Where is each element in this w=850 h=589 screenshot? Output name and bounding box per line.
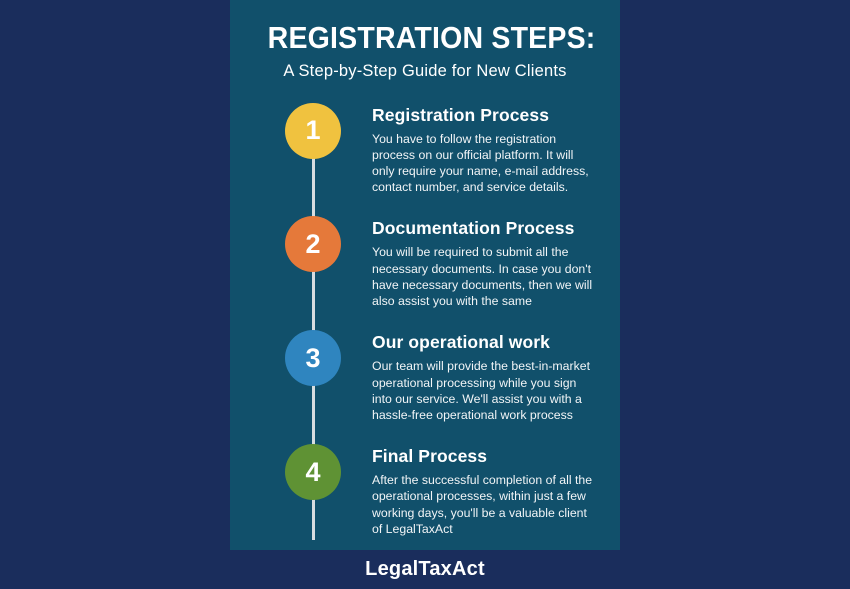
step-3-number-badge: 3 xyxy=(285,330,341,387)
step-3-text: Our operational work Our team will provi… xyxy=(372,330,596,423)
steps-list: 1 Registration Process You have to follo… xyxy=(254,102,596,559)
step-1-registration: 1 Registration Process You have to follo… xyxy=(254,102,596,196)
step-3-circle-col: 3 xyxy=(254,330,372,387)
page-subtitle: A Step-by-Step Guide for New Clients xyxy=(283,61,567,80)
step-2-number-badge: 2 xyxy=(285,216,341,273)
step-3-body: Our team will provide the best-in-market… xyxy=(372,359,591,422)
step-2-circle-col: 2 xyxy=(254,216,372,273)
infographic-stage: REGISTRATION STEPS: A Step-by-Step Guide… xyxy=(230,0,620,580)
brand-footer: LegalTaxAct xyxy=(365,558,485,581)
step-1-circle-col: 1 xyxy=(254,102,372,159)
step-2-heading: Documentation Process xyxy=(372,218,575,239)
step-1-text: Registration Process You have to follow … xyxy=(372,103,596,196)
page-title: REGISTRATION STEPS: xyxy=(267,20,596,55)
step-4-circle-col: 4 xyxy=(254,444,372,501)
step-2-text: Documentation Process You will be requir… xyxy=(372,216,596,309)
step-4-body: After the successful completion of all t… xyxy=(372,473,593,536)
step-4-heading: Final Process xyxy=(372,446,488,467)
step-4-text: Final Process After the successful compl… xyxy=(372,444,596,537)
step-3-heading: Our operational work xyxy=(372,332,550,353)
step-4-number-badge: 4 xyxy=(285,444,341,501)
step-2-body: You will be required to submit all the n… xyxy=(372,245,593,309)
step-4-final-process: 4 Final Process After the successful com… xyxy=(254,444,596,537)
step-3-operational-work: 3 Our operational work Our team will pro… xyxy=(254,330,596,423)
step-2-documentation: 2 Documentation Process You will be requ… xyxy=(254,216,596,309)
infographic-panel: REGISTRATION STEPS: A Step-by-Step Guide… xyxy=(230,0,620,580)
step-1-number-badge: 1 xyxy=(285,102,341,159)
step-1-heading: Registration Process xyxy=(372,104,550,125)
step-1-body: You have to follow the registration proc… xyxy=(372,131,589,195)
